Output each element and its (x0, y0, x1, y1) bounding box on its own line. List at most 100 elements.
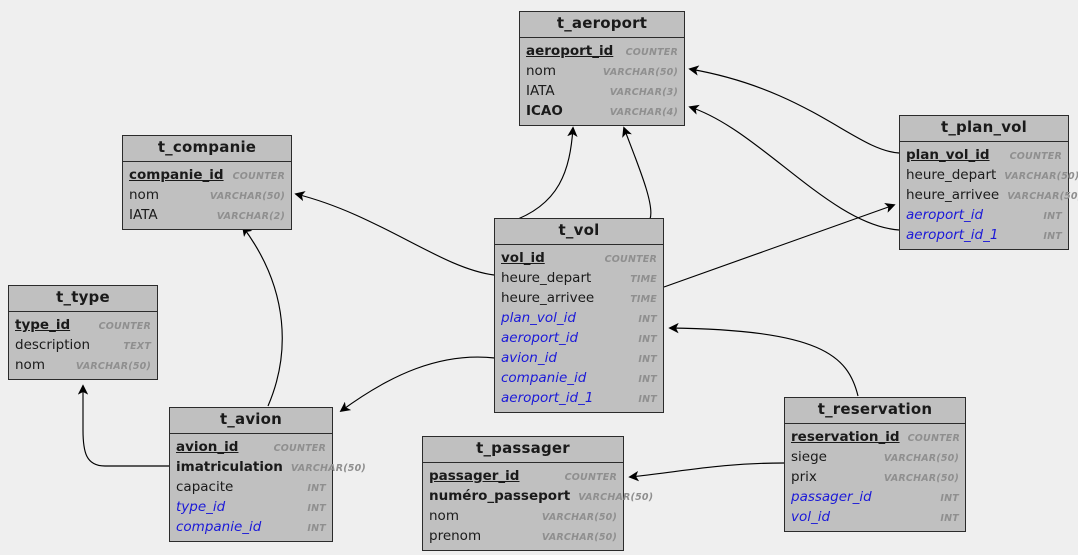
field-name: siege (791, 448, 827, 465)
field-type: COUNTER (604, 253, 657, 265)
field-row[interactable]: plan_vol_id INT (501, 308, 657, 328)
edge-reservation-vol (668, 322, 859, 397)
entity-title-t_plan_vol: t_plan_vol (900, 116, 1068, 142)
field-type: COUNTER (625, 46, 678, 58)
field-type: INT (307, 502, 326, 514)
field-type: INT (638, 373, 657, 385)
field-name: nom (526, 62, 556, 79)
field-name: plan_vol_id (501, 309, 576, 326)
field-row[interactable]: reservation_id COUNTER (791, 427, 960, 447)
field-row[interactable]: aeroport_id COUNTER (526, 41, 678, 61)
field-name: reservation_id (791, 428, 900, 445)
field-type: VARCHAR(50) (578, 491, 654, 503)
field-name: aeroport_id_1 (501, 389, 594, 406)
field-name: vol_id (501, 249, 545, 266)
entity-title-t_vol: t_vol (495, 219, 663, 245)
field-type: INT (638, 353, 657, 365)
field-type: COUNTER (98, 320, 151, 332)
field-type: INT (307, 522, 326, 534)
field-type: INT (638, 393, 657, 405)
field-row[interactable]: companie_id INT (176, 517, 326, 537)
entity-title-t_type: t_type (9, 286, 157, 312)
field-name: IATA (129, 206, 158, 223)
field-type: INT (307, 482, 326, 494)
edge-vol-aeroport-1 (509, 126, 578, 223)
field-name: passager_id (791, 488, 872, 505)
field-type: VARCHAR(50) (883, 472, 959, 484)
field-name: heure_arrivee (906, 186, 1000, 203)
edge-vol-planvol (663, 203, 896, 288)
field-type: VARCHAR(50) (883, 452, 959, 464)
field-row[interactable]: type_id INT (176, 497, 326, 517)
field-type: VARCHAR(50) (290, 462, 366, 474)
field-name: nom (129, 186, 159, 203)
edge-vol-aeroport-2 (622, 126, 652, 220)
field-name: aeroport_id (526, 42, 614, 59)
field-name: heure_depart (906, 166, 997, 183)
field-name: description (15, 336, 91, 353)
edge-vol-avion (339, 356, 496, 413)
field-row[interactable]: imatriculation VARCHAR(50) (176, 457, 366, 477)
field-type: TIME (630, 293, 657, 305)
edge-avion-companie (241, 225, 283, 407)
edge-avion-type (77, 384, 169, 467)
field-name: imatriculation (176, 458, 283, 475)
field-row[interactable]: siege VARCHAR(50) (791, 447, 959, 467)
field-row[interactable]: vol_id COUNTER (501, 248, 657, 268)
field-name: passager_id (429, 467, 520, 484)
field-type: INT (638, 313, 657, 325)
field-type: VARCHAR(4) (609, 106, 678, 118)
edge-planvol-aeroport-1 (688, 65, 900, 154)
field-type: COUNTER (564, 471, 617, 483)
field-name: companie_id (176, 518, 262, 535)
field-type: COUNTER (907, 432, 960, 444)
field-row[interactable]: type_id COUNTER (15, 315, 151, 335)
field-name: IATA (526, 82, 555, 99)
field-row[interactable]: passager_id COUNTER (429, 466, 617, 486)
field-type: VARCHAR(50) (541, 531, 617, 543)
field-name: type_id (15, 316, 71, 333)
field-name: type_id (176, 498, 226, 515)
field-name: aeroport_id (906, 206, 984, 223)
field-row[interactable]: aeroport_id_1 INT (501, 388, 657, 408)
